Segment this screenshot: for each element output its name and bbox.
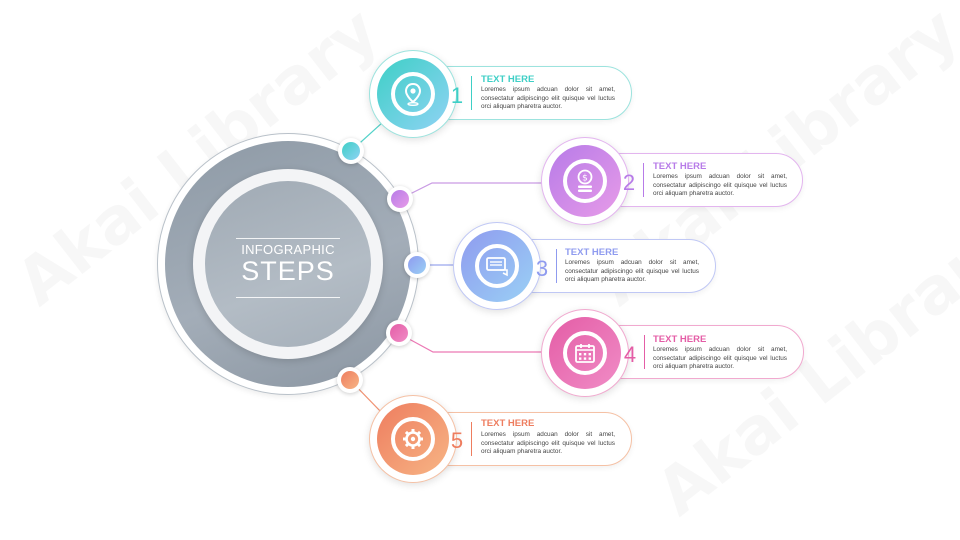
connector-2: [399, 182, 550, 200]
step-4-number: 4: [623, 342, 637, 367]
hub-inner-circle: [205, 181, 371, 347]
step-2-separator: [643, 163, 645, 197]
connector-4: [397, 332, 548, 353]
step-4-body: Loremes ipsum adcuan dolor sit amet, con…: [653, 346, 787, 371]
connector-dot-1: [338, 138, 364, 164]
step-4-title: TEXT HERE: [653, 334, 707, 345]
hub-divider-top: [236, 238, 340, 239]
gear-icon: [403, 429, 423, 449]
dollar-coin-icon: $: [577, 169, 593, 192]
step-3-bubble: [453, 222, 541, 310]
step-3-separator: [556, 249, 558, 283]
location-pin-icon: [404, 82, 422, 106]
connector-dot-5: [337, 367, 363, 393]
step-1-number: 1: [450, 83, 464, 108]
step-2-number: 2: [622, 170, 636, 195]
step-5-separator: [471, 422, 473, 456]
step-2-body: Loremes ipsum adcuan dolor sit amet, con…: [653, 173, 787, 198]
step-5-bubble: [369, 395, 457, 483]
step-3-number: 3: [535, 256, 549, 281]
svg-text:$: $: [582, 173, 588, 183]
chat-bubble-icon: [486, 257, 508, 277]
hub-divider-bottom: [236, 297, 340, 298]
step-5-number: 5: [450, 428, 464, 453]
step-1-bubble: [369, 50, 457, 138]
step-1-body: Loremes ipsum adcuan dolor sit amet, con…: [481, 86, 615, 111]
step-5-title: TEXT HERE: [481, 418, 535, 429]
step-4-bubble: [541, 309, 629, 397]
step-1-separator: [471, 76, 473, 110]
step-3-title: TEXT HERE: [565, 247, 619, 258]
calendar-icon: [575, 344, 595, 363]
step-4-separator: [644, 335, 646, 369]
connector-dot-4: [386, 320, 412, 346]
step-2-bubble: $: [541, 137, 629, 225]
step-3-body: Loremes ipsum adcuan dolor sit amet, con…: [565, 259, 699, 284]
connector-dot-3: [404, 252, 430, 278]
step-2-title: TEXT HERE: [653, 161, 707, 172]
hub-title: INFOGRAPHIC: [241, 242, 335, 257]
hub-subtitle: STEPS: [241, 256, 335, 286]
step-1-title: TEXT HERE: [481, 74, 535, 85]
step-5-body: Loremes ipsum adcuan dolor sit amet, con…: [481, 431, 615, 456]
connector-dot-2: [387, 186, 413, 212]
